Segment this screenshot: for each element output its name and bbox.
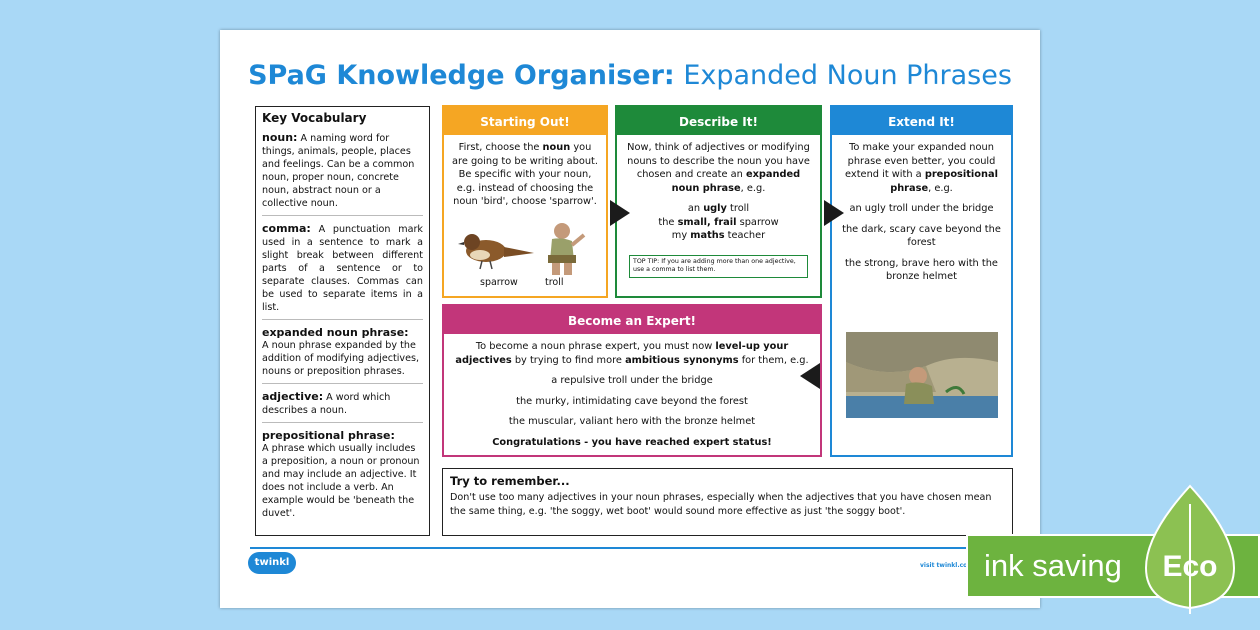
text-run: sparrow bbox=[736, 216, 779, 228]
footer-divider bbox=[250, 547, 1010, 549]
extend-it-text: To make your expanded noun phrase even b… bbox=[832, 135, 1011, 297]
text-run: First, choose the bbox=[458, 142, 543, 153]
top-tip-box: TOP TIP: If you are adding more than one… bbox=[629, 254, 808, 278]
become-an-expert-box: Become an Expert! To become a noun phras… bbox=[442, 304, 822, 457]
text-run: troll bbox=[726, 203, 750, 214]
describe-it-box: Describe It! Now, think of adjectives or… bbox=[615, 105, 822, 298]
describe-example-3: my maths teacher bbox=[625, 229, 812, 243]
text-run: To make your expanded noun phrase even b… bbox=[845, 142, 996, 180]
text-run: the bbox=[658, 216, 678, 228]
text-run: by trying to find more bbox=[511, 354, 626, 366]
sparrow-label: sparrow bbox=[480, 277, 518, 288]
vocab-term: noun: bbox=[262, 131, 298, 144]
text-run: teacher bbox=[724, 230, 766, 241]
vocab-definition: A punctuation mark used in a sentence to… bbox=[262, 224, 423, 313]
bold-run: noun bbox=[542, 142, 571, 153]
page-title: SPaG Knowledge Organiser: Expanded Noun … bbox=[220, 60, 1040, 91]
become-an-expert-header: Become an Expert! bbox=[444, 306, 820, 334]
describe-example-1: an ugly troll bbox=[625, 202, 812, 216]
vocab-definition: A naming word for things, animals, peopl… bbox=[262, 133, 415, 209]
text-run: Now, think of adjectives or modifying no… bbox=[627, 142, 810, 180]
sparrow-icon bbox=[458, 233, 534, 269]
troll-icon bbox=[548, 222, 586, 275]
describe-example-2: the small, frail sparrow bbox=[625, 216, 812, 230]
remember-heading: Try to remember... bbox=[450, 474, 570, 488]
extend-examples: an ugly troll under the bridge the dark,… bbox=[840, 202, 1003, 284]
text-run: you are going to be writing about. Be sp… bbox=[452, 142, 598, 207]
twinkl-logo[interactable]: twinkl bbox=[248, 552, 296, 574]
key-vocabulary-box: Key Vocabulary noun: A naming word for t… bbox=[255, 106, 430, 536]
text-run: , e.g. bbox=[928, 182, 953, 194]
ink-saving-label: ink saving bbox=[984, 548, 1122, 583]
bold-run: maths bbox=[690, 230, 725, 241]
visit-link[interactable]: visit twinkl.co bbox=[920, 562, 968, 569]
bold-run: level-up your adjectives bbox=[455, 341, 789, 366]
bold-run: small, frail bbox=[677, 216, 737, 228]
expert-example-3: the muscular, valiant hero with the bron… bbox=[508, 416, 756, 427]
vocab-heading: Key Vocabulary bbox=[262, 111, 367, 125]
extend-example-2: the dark, scary cave beyond the forest bbox=[842, 223, 1001, 249]
starting-out-text: First, choose the noun you are going to … bbox=[444, 135, 606, 215]
expert-examples: a repulsive troll under the bridge the m… bbox=[452, 374, 812, 449]
text-run: for them, e.g. bbox=[738, 354, 809, 366]
describe-examples: an ugly troll the small, frail sparrow m… bbox=[625, 202, 812, 243]
extend-it-header: Extend It! bbox=[832, 107, 1011, 135]
vocab-term: expanded noun phrase: bbox=[262, 326, 409, 339]
describe-it-text: Now, think of adjectives or modifying no… bbox=[617, 135, 820, 249]
expert-example-2: the murky, intimidating cave beyond the … bbox=[516, 395, 748, 407]
sparrow-troll-illustration bbox=[458, 222, 586, 275]
vocab-entry-comma: comma: A punctuation mark used in a sent… bbox=[262, 222, 423, 320]
remember-text: Don't use too many adjectives in your no… bbox=[450, 492, 992, 517]
knowledge-organiser-page: SPaG Knowledge Organiser: Expanded Noun … bbox=[220, 30, 1040, 608]
vocab-definition: A noun phrase expanded by the addition o… bbox=[262, 340, 420, 377]
try-to-remember-box: Try to remember... Don't use too many ad… bbox=[442, 468, 1013, 536]
title-normal: Expanded Noun Phrases bbox=[683, 60, 1012, 91]
vocab-term: adjective: bbox=[262, 390, 324, 403]
vocab-entry-expanded-noun-phrase: expanded noun phrase: A noun phrase expa… bbox=[262, 326, 423, 384]
vocab-definition: A phrase which usually includes a prepos… bbox=[262, 443, 420, 519]
starting-out-header: Starting Out! bbox=[444, 107, 606, 135]
extend-example-1: an ugly troll under the bridge bbox=[849, 203, 994, 214]
bold-run: ugly bbox=[703, 203, 727, 214]
starting-out-box: Starting Out! First, choose the noun you… bbox=[442, 105, 608, 298]
extend-example-3: the strong, brave hero with the bronze h… bbox=[845, 257, 998, 283]
text-run: an bbox=[687, 203, 704, 214]
eco-leaf-icon: Eco bbox=[1144, 484, 1236, 614]
arrow-left-icon bbox=[800, 363, 820, 389]
extend-it-box: Extend It! To make your expanded noun ph… bbox=[830, 105, 1013, 457]
troll-under-bridge-illustration bbox=[846, 332, 998, 418]
vocab-term: prepositional phrase: bbox=[262, 429, 395, 442]
describe-it-header: Describe It! bbox=[617, 107, 820, 135]
vocab-definition: A word which describes a noun. bbox=[262, 392, 391, 416]
title-bold: SPaG Knowledge Organiser: bbox=[248, 60, 675, 91]
text-run: To become a noun phrase expert, you must… bbox=[475, 341, 716, 352]
bold-run: ambitious synonyms bbox=[625, 354, 739, 366]
vocab-entry-noun: noun: A naming word for things, animals,… bbox=[262, 131, 423, 216]
vocab-entry-prepositional-phrase: prepositional phrase: A phrase which usu… bbox=[262, 429, 423, 525]
bold-run: expanded noun phrase bbox=[671, 169, 801, 194]
expert-congratulations: Congratulations - you have reached exper… bbox=[452, 436, 812, 450]
expert-example-1: a repulsive troll under the bridge bbox=[551, 375, 713, 386]
arrow-right-icon bbox=[824, 200, 844, 226]
arrow-right-icon bbox=[610, 200, 630, 226]
vocab-term: comma: bbox=[262, 222, 311, 235]
bold-run: prepositional phrase bbox=[890, 169, 998, 194]
expert-text: To become a noun phrase expert, you must… bbox=[444, 334, 820, 462]
eco-label: Eco bbox=[1162, 550, 1217, 583]
text-run: , e.g. bbox=[740, 182, 766, 194]
text-run: my bbox=[671, 230, 691, 241]
bold-run: Congratulations - you have reached exper… bbox=[492, 436, 772, 448]
vocab-entry-adjective: adjective: A word which describes a noun… bbox=[262, 390, 423, 423]
troll-label: troll bbox=[545, 277, 564, 288]
